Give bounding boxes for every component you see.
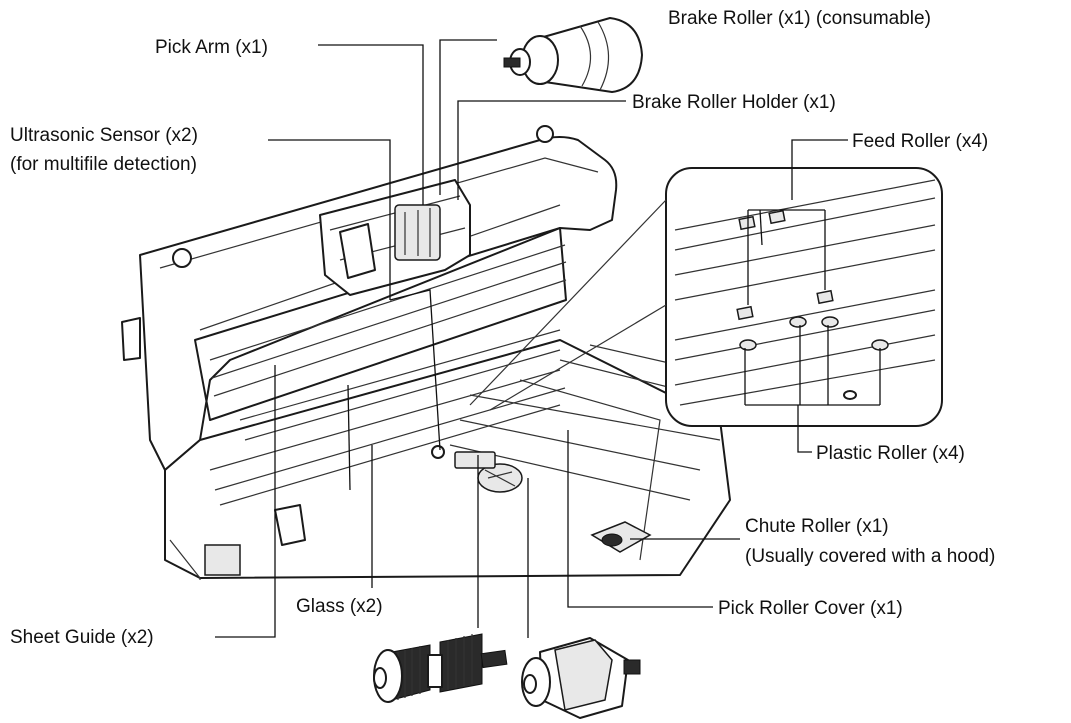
pick-roller-illustration (373, 633, 508, 703)
label-brake-roller: Brake Roller (x1) (consumable) (668, 8, 931, 29)
leader-lines (215, 39, 881, 638)
label-feed-roller: Feed Roller (x4) (852, 131, 988, 152)
part-labels: Brake Roller (x1) (consumable) Pick Arm … (10, 8, 995, 648)
label-ultrasonic-sensor-note: (for multifile detection) (10, 154, 197, 175)
label-glass: Glass (x2) (296, 596, 383, 617)
label-ultrasonic-sensor: Ultrasonic Sensor (x2) (10, 125, 198, 146)
label-chute-roller: Chute Roller (x1) (745, 516, 889, 537)
scanner-body-illustration (121, 125, 731, 580)
brake-roller-illustration (503, 17, 643, 93)
label-pick-arm: Pick Arm (x1) (155, 37, 268, 58)
label-plastic-roller: Plastic Roller (x4) (816, 443, 965, 464)
pick-roller-cover-illustration (521, 637, 641, 719)
label-pick-roller-cover: Pick Roller Cover (x1) (718, 598, 903, 619)
label-brake-roller-holder: Brake Roller Holder (x1) (632, 92, 836, 113)
label-sheet-guide: Sheet Guide (x2) (10, 627, 154, 648)
label-chute-roller-note: (Usually covered with a hood) (745, 546, 995, 567)
roller-detail-inset (469, 167, 943, 427)
